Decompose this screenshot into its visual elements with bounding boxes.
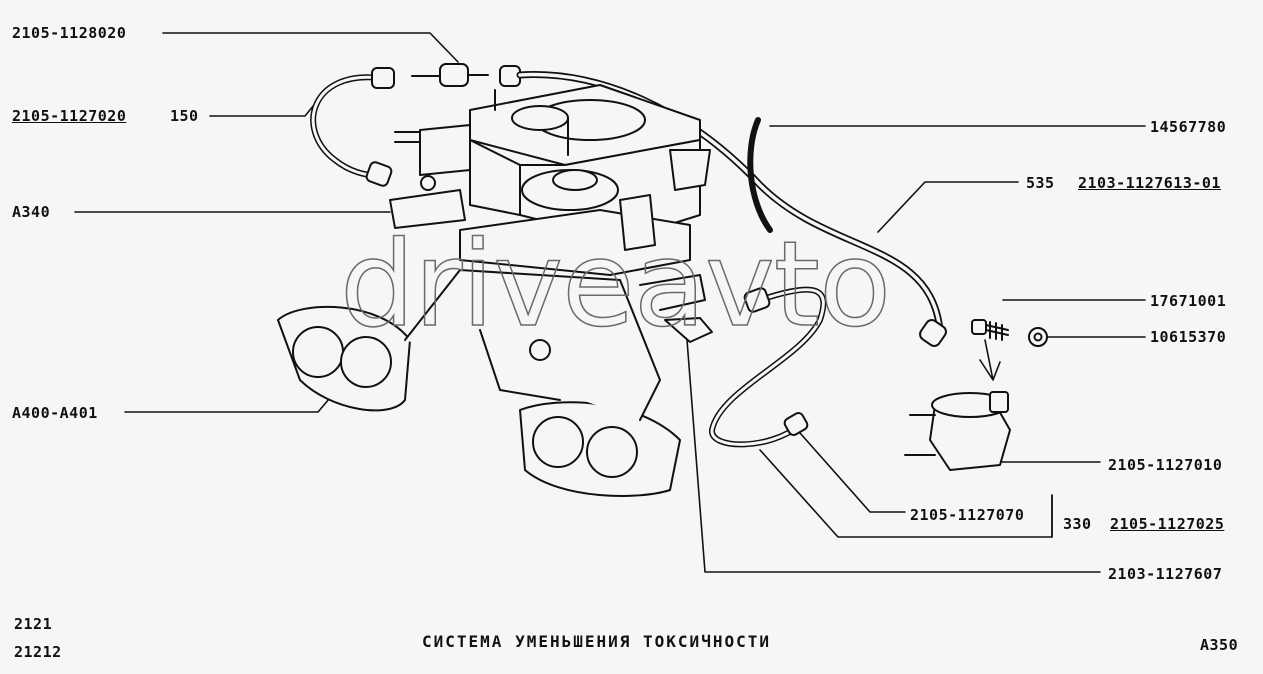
label-length-150: 150 (170, 107, 199, 125)
label-2105-1127020: 2105-1127020 (12, 107, 127, 125)
intake-manifold (277, 269, 706, 497)
model-21212: 21212 (14, 643, 62, 661)
watermark: driveavto (339, 214, 892, 354)
fitting-2103-1127607 (664, 317, 713, 343)
label-2103-1127607: 2103-1127607 (1108, 565, 1223, 583)
hose-2105-1127025 (709, 286, 827, 448)
label-length-535: 535 (1026, 174, 1055, 192)
model-2121: 2121 (14, 615, 53, 633)
valve-2105-1127010 (904, 391, 1011, 471)
label-length-330: 330 (1063, 515, 1092, 533)
label-2105-1127010: 2105-1127010 (1108, 456, 1223, 474)
washer-10615370 (1028, 327, 1048, 347)
label-a400-a401: A400-A401 (12, 404, 98, 422)
screw-17671001 (971, 319, 1009, 341)
page-code: А350 (1200, 636, 1239, 654)
valve-2105-1128020 (411, 63, 521, 87)
label-a340: A340 (12, 203, 51, 221)
page-title: СИСТЕМА УМЕНЬШЕНИЯ ТОКСИЧНОСТИ (422, 632, 771, 651)
label-2105-1127070: 2105-1127070 (910, 506, 1025, 524)
clip-14567780 (747, 117, 773, 233)
label-2105-1127025: 2105-1127025 (1110, 515, 1225, 533)
label-14567780: 14567780 (1150, 118, 1227, 136)
vacuum-hose-150 (310, 67, 395, 187)
label-10615370: 10615370 (1150, 328, 1227, 346)
label-17671001: 17671001 (1150, 292, 1227, 310)
label-2105-1128020: 2105-1128020 (12, 24, 127, 42)
carburetor (389, 84, 711, 276)
label-2103-1127613-01: 2103-1127613-01 (1078, 174, 1221, 192)
